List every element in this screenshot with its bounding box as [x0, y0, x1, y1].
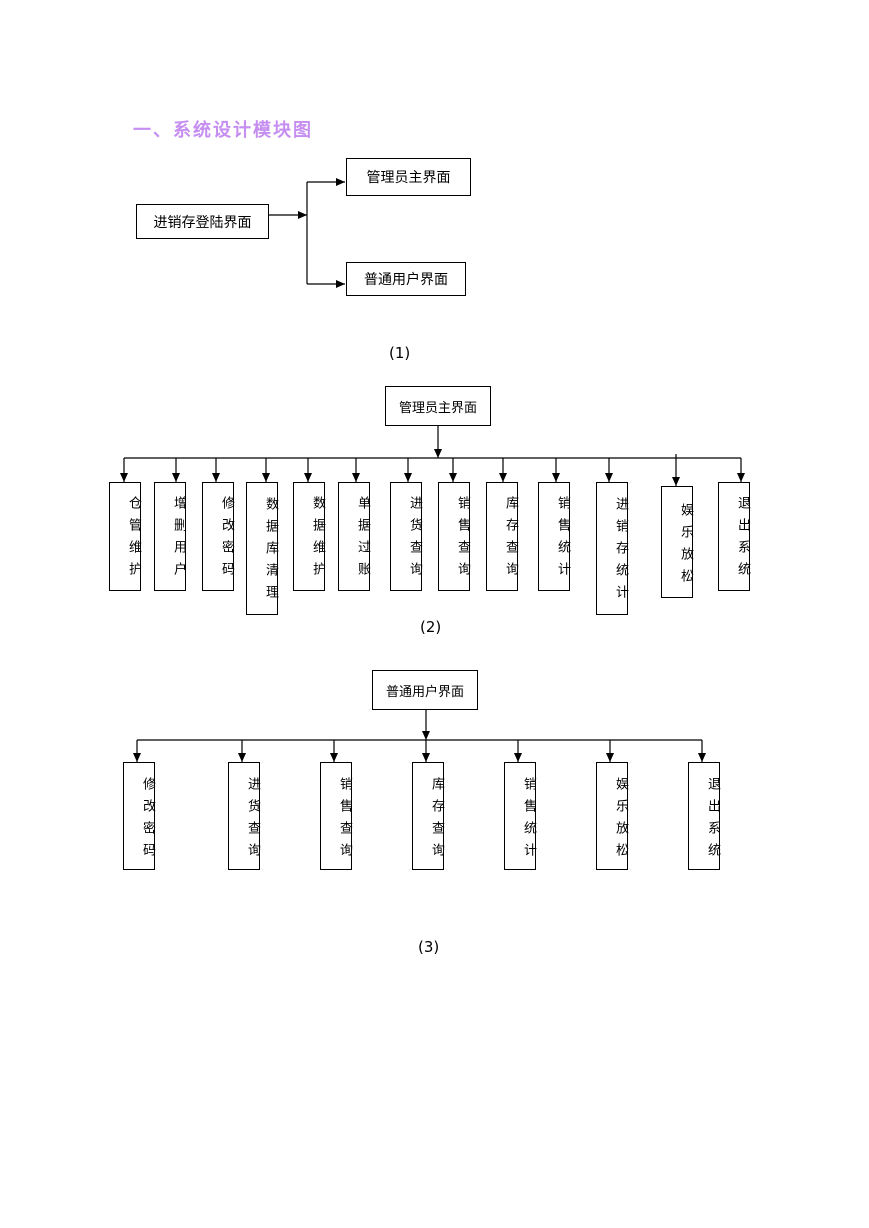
- d3-child-box: 销售查询: [320, 762, 352, 870]
- d3-child-box: 销售统计: [504, 762, 536, 870]
- d2-child-box: 数据库清理: [246, 482, 278, 615]
- d1-admin-box: 管理员主界面: [346, 158, 471, 196]
- d2-child-box: 修改密码: [202, 482, 234, 591]
- d1-user-box: 普通用户界面: [346, 262, 466, 296]
- d3-child-box: 库存查询: [412, 762, 444, 870]
- section-heading: 一、系统设计模块图: [133, 120, 313, 141]
- d2-root-box: 管理员主界面: [385, 386, 491, 426]
- d2-child-box: 进货查询: [390, 482, 422, 591]
- d2-child-box: 单据过账: [338, 482, 370, 591]
- d2-child-box: 增删用户: [154, 482, 186, 591]
- d2-child-box: 退出系统: [718, 482, 750, 591]
- d2-child-box: 进销存统计: [596, 482, 628, 615]
- d2-child-box: 销售查询: [438, 482, 470, 591]
- d1-caption: (1): [389, 344, 411, 362]
- d1-root-box: 进销存登陆界面: [136, 204, 269, 239]
- d3-caption: (3): [418, 938, 440, 956]
- d2-child-box: 仓管维护: [109, 482, 141, 591]
- d3-child-box: 修改密码: [123, 762, 155, 870]
- d3-child-box: 退出系统: [688, 762, 720, 870]
- d2-child-box: 库存查询: [486, 482, 518, 591]
- d2-caption: (2): [420, 618, 442, 636]
- d2-child-box: 娱乐放松: [661, 486, 693, 598]
- d2-child-box: 数据维护: [293, 482, 325, 591]
- d2-child-box: 销售统计: [538, 482, 570, 591]
- d3-child-box: 进货查询: [228, 762, 260, 870]
- d3-root-box: 普通用户界面: [372, 670, 478, 710]
- d3-child-box: 娱乐放松: [596, 762, 628, 870]
